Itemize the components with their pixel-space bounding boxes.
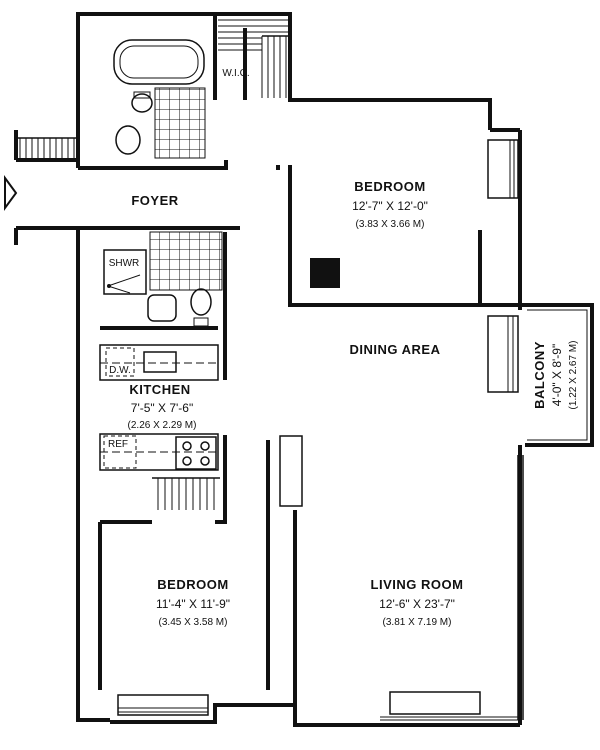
bedroom-main-name: BEDROOM: [354, 179, 425, 194]
closet-bedroom-2: [152, 477, 220, 510]
balcony-metric: (1.22 X 2.67 M): [568, 341, 579, 410]
kitchen-sink-icon: [143, 351, 177, 373]
stair-left: [16, 137, 78, 158]
stair-wic: [218, 19, 288, 98]
bedroom-2-dims: 11'-4" X 11'-9": [156, 597, 230, 611]
shower-label: SHWR: [109, 258, 140, 269]
toilet-icon-lower: [190, 288, 212, 316]
refrigerator-label: REF: [108, 439, 128, 450]
bedroom-main-metric: (3.83 X 3.66 M): [356, 219, 425, 230]
bathroom-upper: [113, 39, 206, 159]
kitchen-name: KITCHEN: [129, 382, 190, 397]
balcony-name: BALCONY: [532, 341, 547, 409]
window-living: [517, 455, 524, 720]
window-living-bottom: [389, 691, 481, 715]
bedroom-2-name: BEDROOM: [157, 577, 228, 592]
shower-icon: [103, 249, 147, 295]
living-room-metric: (3.81 X 7.19 M): [383, 617, 452, 628]
balcony-label-group: BALCONY 4'-0" X 8'-9" (1.22 X 2.67 M): [532, 341, 579, 410]
bathroom-lower: [100, 231, 223, 330]
bedroom-2-metric: (3.45 X 3.58 M): [159, 617, 228, 628]
window-dining: [487, 315, 519, 393]
toilet-icon: [131, 93, 153, 113]
foyer-label: FOYER: [131, 193, 178, 208]
windows: [117, 139, 524, 721]
window-bedroom: [487, 139, 519, 199]
living-room-dims: 12'-6" X 23'-7": [379, 597, 455, 611]
dining-label: DINING AREA: [350, 342, 441, 357]
living-room-name: LIVING ROOM: [371, 577, 464, 592]
kitchen-metric: (2.26 X 2.29 M): [128, 420, 197, 431]
entry-door-icon: [3, 174, 18, 212]
sink-icon: [115, 125, 141, 155]
bathtub-icon: [113, 39, 205, 85]
dishwasher-icon: [105, 347, 135, 377]
wic-label: W.I.C.: [222, 68, 249, 79]
kitchen-fixtures: [99, 344, 219, 471]
stove-icon: [175, 436, 217, 470]
window-bedroom-2: [117, 694, 209, 716]
exterior-walls: [14, 12, 594, 727]
sink-icon-lower: [147, 294, 177, 322]
balcony-dims: 4'-0" X 8'-9": [550, 344, 564, 406]
bedroom-main-dims: 12'-7" X 12'-0": [352, 199, 428, 213]
dishwasher-label: D.W.: [109, 365, 131, 376]
kitchen-dims: 7'-5" X 7'-6": [131, 401, 193, 415]
column-marker: [310, 258, 340, 288]
